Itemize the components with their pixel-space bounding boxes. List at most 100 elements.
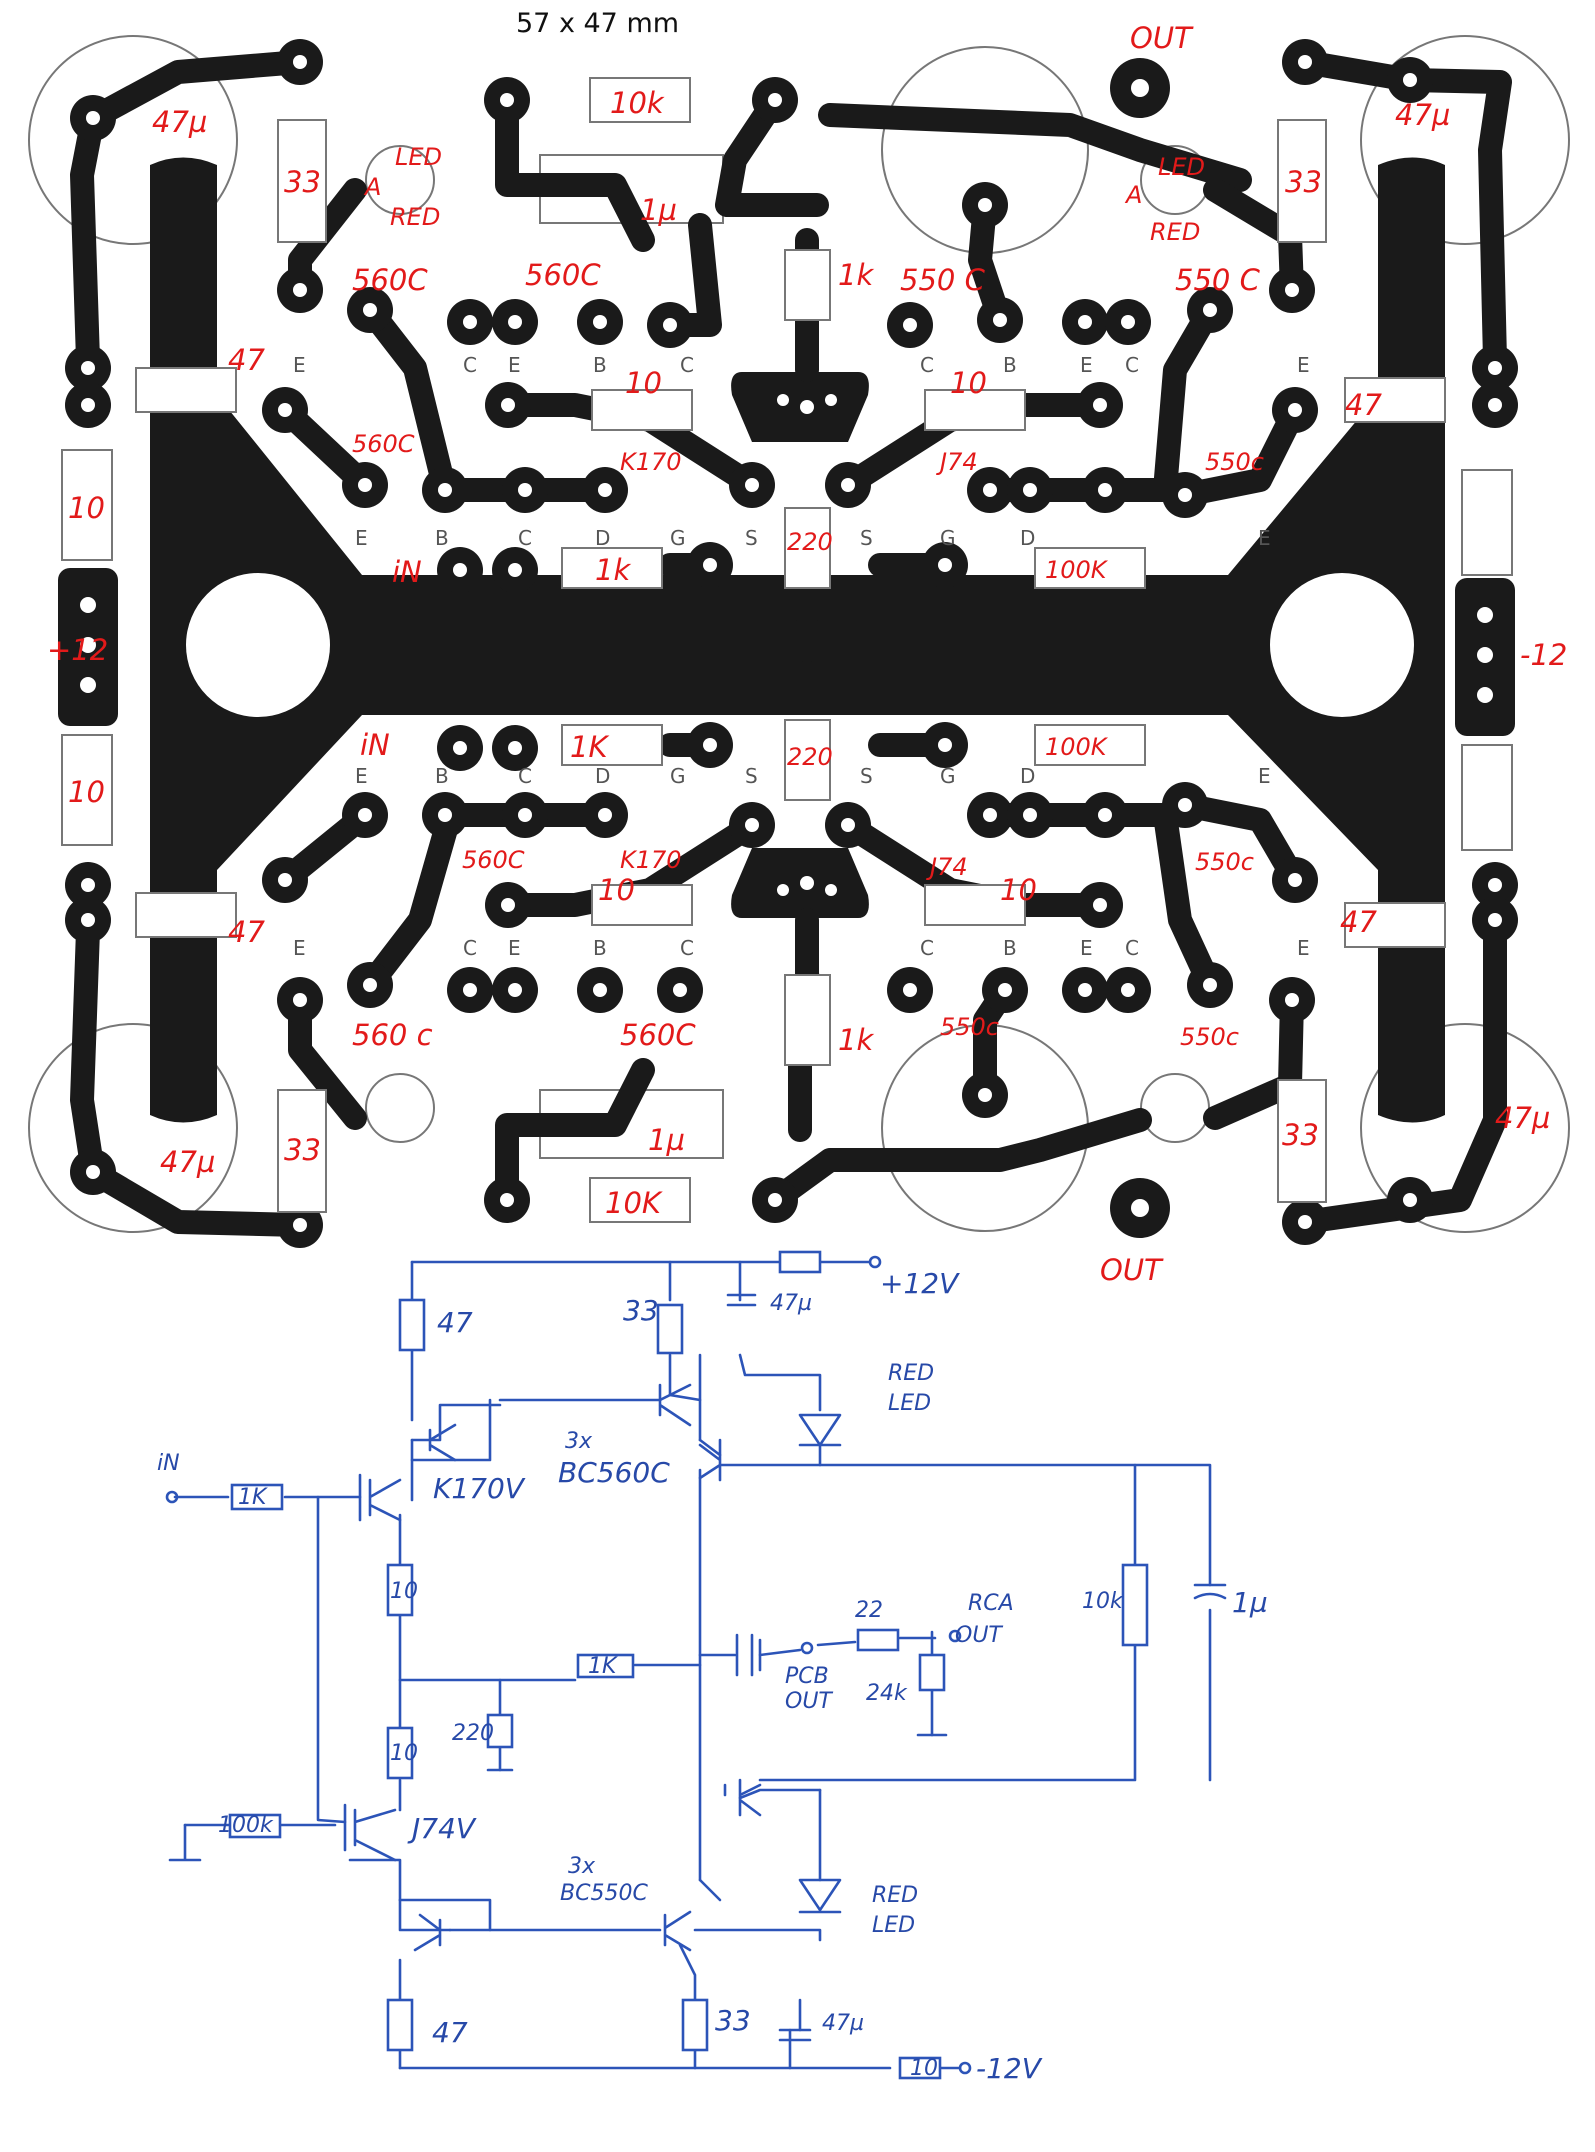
schematic-label-3x-bottom: 3x [568, 1854, 596, 1879]
resistor-1k-in-top [561, 547, 663, 589]
pad-drill [1078, 983, 1092, 997]
schematic-labels: +12V 47 33 47µ RED LED 3x BC560C K170V i… [157, 1267, 1268, 2085]
schematic-label-rca-1: RCA [968, 1591, 1014, 1616]
resistor-label-47-r-top: 47 [1345, 388, 1382, 422]
trace [81, 1160, 312, 1237]
wire [410, 1398, 492, 1462]
schematic-cap-out [735, 1633, 754, 1677]
pad-drill [1288, 873, 1302, 887]
pad-drill [1285, 283, 1299, 297]
pad-drill [278, 873, 292, 887]
wire [348, 1858, 402, 1902]
supply-label-pos: +12 [47, 633, 108, 667]
schematic-label-c47u-top: 47µ [770, 1291, 812, 1316]
pin-letter: B [1003, 936, 1017, 960]
pin-letter: E [355, 526, 368, 550]
pin-letter: G [670, 526, 686, 550]
pad-drill [598, 483, 612, 497]
resistor-label-47-r-bottom: 47 [1340, 905, 1377, 939]
led-label-tr-2: RED [1150, 218, 1200, 246]
trace [818, 103, 1252, 192]
pad-drill [518, 483, 532, 497]
schematic-bjt-2 [658, 1383, 692, 1427]
pad-drill [1488, 878, 1502, 892]
pad-drill [800, 876, 814, 890]
wire [693, 1928, 822, 1942]
pad-drill [1078, 315, 1092, 329]
resistor-label-33-br: 33 [1282, 1118, 1319, 1152]
pad-drill [1403, 1193, 1417, 1207]
resistor-label-10-c: 10 [598, 873, 635, 907]
copper-traces [70, 50, 1512, 1237]
resistor-bodies [61, 77, 1513, 1223]
resistor-label-100k-bottom: 100K [1045, 733, 1109, 761]
wire [698, 1878, 722, 1902]
transistor-label-550c-4: 550c [1195, 848, 1254, 876]
resistor-10-l-bottom [61, 734, 113, 846]
pin-letter: C [680, 353, 694, 377]
schematic-label-r10-b: 10 [390, 1741, 418, 1766]
resistor-label-10-b: 10 [950, 366, 987, 400]
cap-47u-label-tr: 47µ [1395, 98, 1450, 132]
pin-letter: E [1258, 526, 1271, 550]
pad-drill [80, 597, 96, 613]
pad-drill [293, 1218, 307, 1232]
resistor-label-10k-top: 10k [610, 86, 665, 120]
resistor-100k-top [1034, 547, 1146, 589]
resistor-label-1k-top: 1k [838, 258, 874, 292]
schematic-bjt-3 [698, 1438, 722, 1482]
schematic-components [165, 1250, 1227, 2080]
schematic-led-bottom [798, 1878, 842, 1914]
resistor-100k-bottom [1034, 724, 1146, 766]
resistor-47-l-top [135, 367, 237, 413]
schematic-wires [168, 1260, 1212, 2070]
cap-1u-label-bottom: 1µ [648, 1123, 685, 1157]
wire [758, 1643, 1137, 1782]
pin-letter: E [1297, 353, 1310, 377]
pad-drill [1098, 483, 1112, 497]
trace [978, 803, 1222, 997]
transistor-label-560c-6: 560C [620, 1018, 696, 1052]
pad-drill [508, 741, 522, 755]
ground-center-pad [785, 618, 829, 662]
out-label-top: OUT [1130, 21, 1194, 55]
pad-drill [1131, 1199, 1149, 1217]
schematic-label-minus-12v: -12V [976, 2052, 1043, 2085]
mounting-hole-left [186, 573, 330, 717]
pad-drill [508, 315, 522, 329]
pad-drill [81, 398, 95, 412]
pad-drill [1477, 607, 1493, 623]
solder-pads [65, 39, 1518, 1248]
schematic-label-k170v: K170V [433, 1472, 526, 1505]
schematic-bjt-4 [738, 1778, 762, 1817]
schematic-resistor-10-a [386, 1563, 414, 1617]
pad-drill [663, 318, 677, 332]
schematic-resistor-24k [918, 1653, 946, 1692]
wire [816, 1640, 857, 1647]
wire-out-top [718, 1463, 1212, 1587]
schematic-resistor-1k-fb [576, 1653, 635, 1679]
pad-drill [463, 983, 477, 997]
pad-drill [453, 741, 467, 755]
pad-drill [293, 55, 307, 69]
schematic-resistor-47-bottom [386, 1998, 414, 2052]
schematic-label-bc560c: BC560C [558, 1456, 670, 1489]
pad-drill [978, 1088, 992, 1102]
led-outline-br [1140, 1073, 1210, 1143]
pin-letter: E [508, 353, 521, 377]
pad-drill [500, 93, 514, 107]
pad-drill [768, 1193, 782, 1207]
pin-letter: D [1020, 764, 1035, 788]
pin-letter: G [940, 526, 956, 550]
schematic-resistor-22 [856, 1628, 900, 1652]
trace [1293, 868, 1507, 1234]
pad-drill [501, 898, 515, 912]
pad-drill [938, 558, 952, 572]
led-label-tr-1: LED [1158, 153, 1205, 181]
pad-drill [673, 983, 687, 997]
wire [410, 1403, 502, 1442]
pad-drill [1477, 687, 1493, 703]
pad-drill [86, 1165, 100, 1179]
pad-drill [500, 1193, 514, 1207]
mounting-hole-right [1270, 573, 1414, 717]
